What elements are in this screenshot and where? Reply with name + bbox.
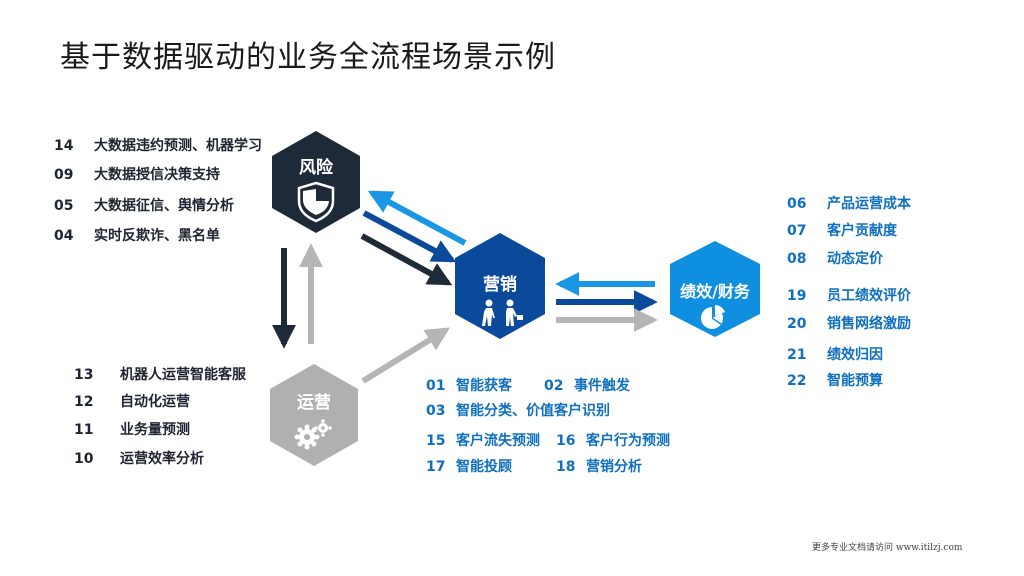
operations-label: 运营 (297, 393, 331, 413)
performance-label: 绩效/财务 (680, 282, 750, 301)
performance-hexagon (670, 241, 760, 337)
footer-text: 更多专业文档请访问 www.itilzj.com (812, 543, 963, 553)
shield-icon (297, 181, 335, 223)
operations-hexagon (270, 364, 358, 466)
page-title: 基于数据驱动的业务全流程场景示例 (60, 40, 556, 75)
arrow-risk-to-marketing-1 (362, 210, 457, 263)
arrow-marketing-to-risk (367, 190, 467, 246)
arrow-operations-to-marketing (361, 327, 451, 384)
marketing-hexagon (455, 233, 545, 339)
gears-icon (294, 419, 332, 450)
people-icon (482, 299, 523, 326)
marketing-label: 营销 (483, 275, 517, 295)
arrow-risk-to-marketing-2 (360, 233, 453, 286)
pie-chart-icon (701, 305, 725, 329)
risk-label: 风险 (299, 158, 333, 178)
